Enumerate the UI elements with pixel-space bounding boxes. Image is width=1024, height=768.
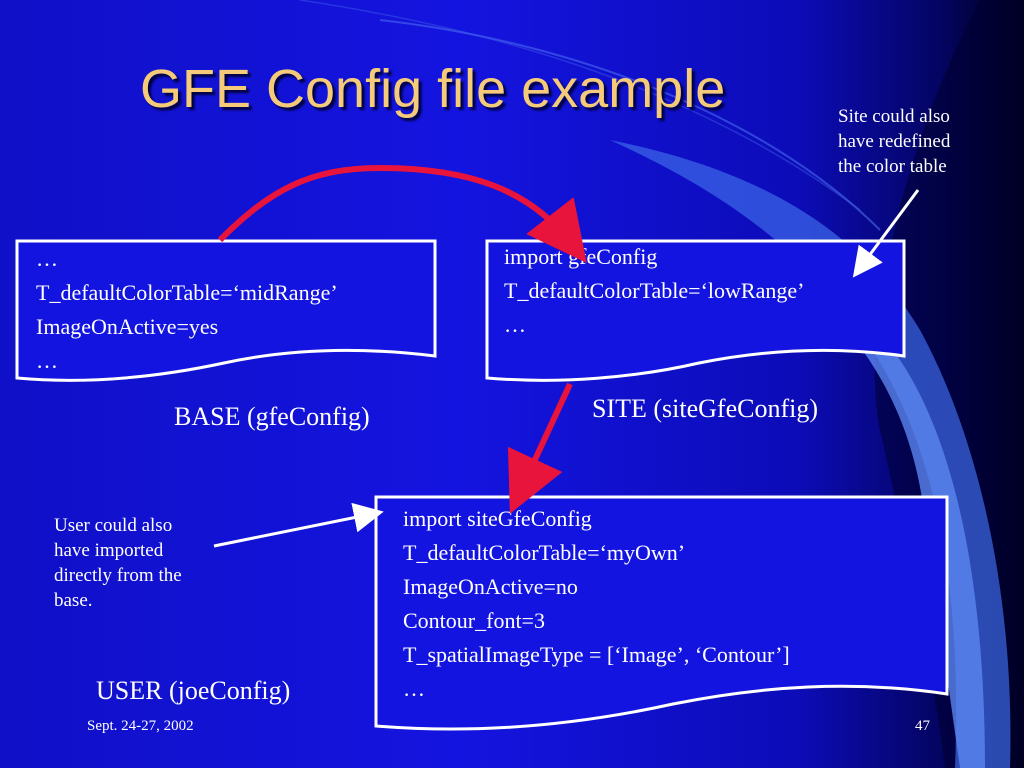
note-line: have redefined (838, 131, 951, 152)
code-line: ImageOnActive=no (403, 574, 578, 599)
user-config-box: import siteGfeConfig T_defaultColorTable… (373, 494, 951, 738)
user-note: User could also have imported directly f… (54, 513, 182, 613)
page-number: 47 (915, 718, 930, 734)
code-line: … (36, 348, 58, 373)
base-config-text: … T_defaultColorTable=‘midRange’ ImageOn… (36, 242, 338, 378)
slide-title: GFE Config file example (140, 59, 726, 119)
user-config-text: import siteGfeConfig T_defaultColorTable… (403, 502, 790, 706)
code-line: T_defaultColorTable=‘midRange’ (36, 280, 338, 305)
code-line: … (403, 676, 425, 701)
document-shape (15, 239, 437, 382)
footer-date: Sept. 24-27, 2002 (87, 718, 194, 734)
note-line: base. (54, 590, 93, 611)
code-line: T_defaultColorTable=‘myOwn’ (403, 540, 686, 565)
code-line: import gfeConfig (504, 244, 658, 269)
note-line: have imported (54, 540, 164, 561)
code-line: … (36, 246, 58, 271)
site-config-text: import gfeConfig T_defaultColorTable=‘lo… (504, 240, 804, 342)
document-shape (374, 495, 949, 731)
code-line: … (504, 312, 526, 337)
code-line: import siteGfeConfig (403, 506, 592, 531)
site-config-box: import gfeConfig T_defaultColorTable=‘lo… (484, 238, 908, 388)
code-line: T_spatialImageType = [‘Image’, ‘Contour’… (403, 642, 790, 667)
document-shape (485, 239, 906, 382)
site-label: SITE (siteGfeConfig) (592, 394, 819, 423)
base-config-box: … T_defaultColorTable=‘midRange’ ImageOn… (14, 238, 440, 388)
note-line: directly from the (54, 565, 182, 586)
note-line: Site could also (838, 106, 950, 127)
base-label: BASE (gfeConfig) (174, 402, 370, 431)
code-line: ImageOnActive=yes (36, 314, 219, 339)
code-line: Contour_font=3 (403, 608, 545, 633)
site-note: Site could also have redefined the color… (838, 104, 950, 179)
note-line: the color table (838, 156, 947, 177)
code-line: T_defaultColorTable=‘lowRange’ (504, 278, 805, 303)
note-line: User could also (54, 515, 173, 536)
user-label: USER (joeConfig) (96, 676, 291, 705)
